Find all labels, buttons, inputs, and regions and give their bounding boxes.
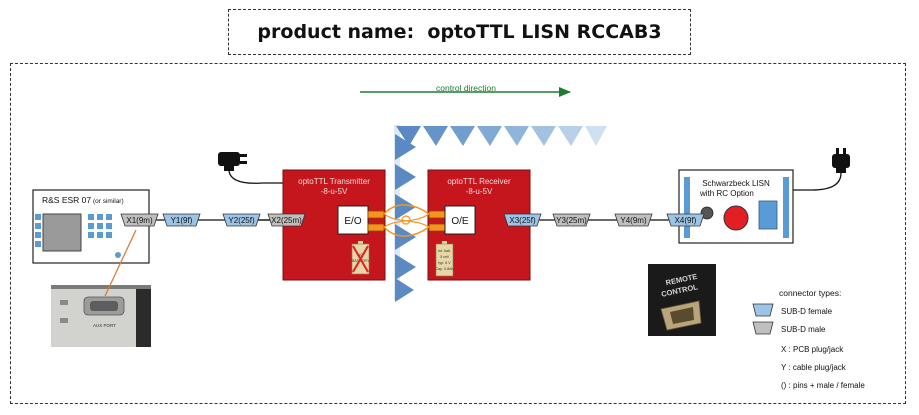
- fiber-optic-cable: [383, 204, 430, 237]
- svg-text:R&S ESR 07 (or similar): R&S ESR 07 (or similar): [42, 195, 124, 205]
- legend-note: X : PCB plug/jack: [781, 345, 844, 354]
- power-plug-icon: [218, 152, 288, 184]
- product-title-box: product name: optoTTL LISN RCCAB3: [228, 9, 691, 55]
- transmitter-subtitle: -8-u-5V: [321, 187, 348, 196]
- remote-control-photo: REMOTE CONTROL: [648, 264, 716, 336]
- wave-triangle: [585, 126, 607, 146]
- battery-label: Int. batt.: [438, 249, 451, 253]
- connector-shape: [614, 213, 653, 227]
- wave-triangle: [477, 126, 502, 146]
- legend-male-swatch: [752, 321, 774, 335]
- connector: X1(9m): [120, 213, 159, 227]
- aux-port-photo: AUX PORT: [51, 285, 151, 347]
- lisn-title: Schwarzbeck LISN: [702, 179, 770, 188]
- fiber-interface-wave: [394, 125, 607, 302]
- receiver-subtitle: -8-u-5V: [466, 187, 493, 196]
- connector-shape: [222, 213, 261, 227]
- connectors: X1(9m) Y1(9f) Y2(25f) X2(25m) X3(25f) Y3(25m)…: [120, 213, 705, 227]
- legend: connector types: SUB-D female SUB-D male…: [752, 288, 865, 390]
- oe-converter-label: O/E: [451, 216, 469, 227]
- esr-label: R&S ESR 07: [42, 195, 91, 205]
- connector-label: Y2(25f): [228, 216, 255, 225]
- connector: X2(25m): [267, 213, 306, 227]
- wave-triangle: [395, 224, 416, 250]
- legend-note: () : pins + male / female: [781, 381, 865, 390]
- battery-label: typ. 6 V: [438, 261, 451, 265]
- battery-label: 5 cell: [440, 255, 449, 259]
- connector-shape: [267, 213, 306, 227]
- diagram-frame: [10, 63, 906, 404]
- lisn-subtitle: with RC Option: [699, 189, 754, 198]
- wave-triangle: [395, 194, 416, 220]
- connector-shape: [552, 213, 591, 227]
- connector-shape: [666, 213, 705, 227]
- connector-label: Y1(9f): [171, 216, 193, 225]
- connector-label: X3(25f): [509, 216, 536, 225]
- wave-triangle: [558, 126, 583, 146]
- wave-triangle: [395, 254, 416, 280]
- eo-converter-label: E/O: [344, 216, 361, 227]
- legend-female-swatch: [752, 303, 774, 317]
- no-battery-icon: NO BATTERY: [351, 241, 370, 275]
- esr-label-note: (or similar): [91, 198, 124, 205]
- connector-label: X2(25m): [271, 216, 302, 225]
- connector: Y1(9f): [162, 213, 201, 227]
- connector: X4(9f): [666, 213, 705, 227]
- connector: Y4(9m): [614, 213, 653, 227]
- lisn-indicator: [723, 205, 749, 231]
- wave-triangle: [395, 134, 416, 160]
- battery-label: NO: [358, 252, 364, 257]
- connector-shape: [503, 213, 542, 227]
- legend-title: connector types:: [779, 288, 841, 298]
- wave-triangle: [450, 126, 475, 146]
- battery-label: Cap. 0.8Ah: [436, 267, 454, 271]
- lisn-device: Schwarzbeck LISN with RC Option: [678, 169, 794, 244]
- pointer-line: [104, 229, 137, 297]
- wave-triangle: [395, 278, 414, 302]
- wave-triangle: [396, 126, 421, 146]
- aux-port-label: AUX PORT: [93, 323, 116, 328]
- battery-icon: Int. batt. 5 cell typ. 6 V Cap. 0.8Ah: [436, 241, 454, 277]
- wave-triangle: [531, 126, 556, 146]
- remote-control-port: [700, 206, 714, 220]
- connector-shape: [162, 213, 201, 227]
- transmitter-title: optoTTL Transmitter: [298, 177, 370, 186]
- wave-triangle: [504, 126, 529, 146]
- legend-note: Y : cable plug/jack: [781, 363, 847, 372]
- connector: Y2(25f): [222, 213, 261, 227]
- power-plug-icon: [793, 148, 850, 191]
- legend-female-label: SUB-D female: [781, 307, 833, 316]
- product-title: product name: optoTTL LISN RCCAB3: [257, 21, 662, 43]
- receiver-box: optoTTL Receiver -8-u-5V O/E Int. batt. …: [427, 169, 531, 281]
- wave-triangle: [395, 164, 416, 190]
- connector-label: Y4(9m): [620, 216, 647, 225]
- oe-converter: [444, 205, 476, 235]
- eo-converter: [337, 205, 369, 235]
- connector-label: X1(9m): [126, 216, 153, 225]
- wave-triangle: [423, 126, 448, 146]
- connector-label: X4(9f): [675, 216, 697, 225]
- esr-receiver-device: R&S ESR 07 (or similar): [32, 189, 150, 264]
- connector-shape: [120, 213, 159, 227]
- connector: Y3(25m): [552, 213, 591, 227]
- control-direction-label: control direction: [436, 83, 496, 93]
- legend-male-label: SUB-D male: [781, 325, 826, 334]
- esr-screen: [42, 213, 82, 252]
- connector: X3(25f): [503, 213, 542, 227]
- connector-label: Y3(25m): [556, 216, 587, 225]
- receiver-title: optoTTL Receiver: [447, 177, 511, 186]
